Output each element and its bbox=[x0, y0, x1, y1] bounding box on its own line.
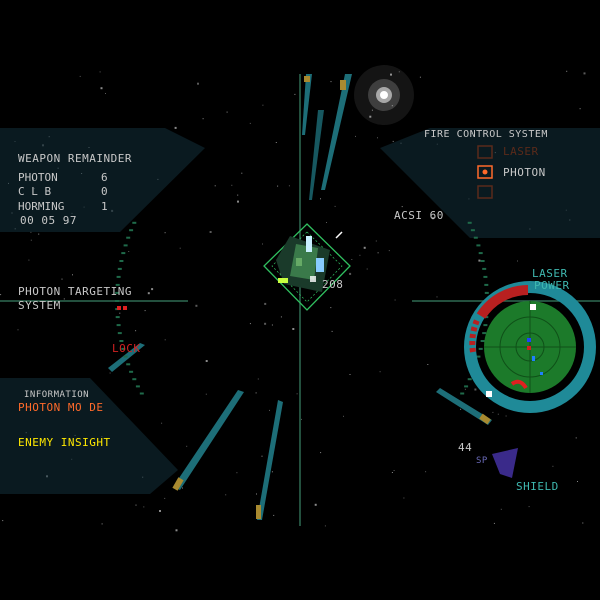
information-title: INFORMATION bbox=[24, 390, 90, 400]
distant-sun-icon bbox=[354, 65, 414, 125]
radar-marker-bottom bbox=[486, 391, 492, 397]
information-mode: PHOTON MO DE bbox=[18, 401, 104, 414]
mission-timer: 00 05 97 bbox=[20, 214, 77, 227]
weapon-count: 1 bbox=[101, 200, 108, 213]
shield-indicator-icon bbox=[492, 448, 518, 478]
right-upper-panel bbox=[380, 128, 600, 238]
targeting-system-label-2: SYSTEM bbox=[18, 299, 61, 312]
radar-marker-top bbox=[530, 304, 536, 310]
targeting-system-label: PHOTON TARGETING bbox=[18, 285, 132, 298]
weapon-name: C L B bbox=[18, 185, 52, 198]
targeting-arcs bbox=[115, 221, 489, 395]
fire-option-box-photon[interactable] bbox=[477, 165, 493, 179]
lock-indicator-icon bbox=[117, 306, 121, 310]
radar-display bbox=[464, 281, 596, 413]
lock-label: LOCK bbox=[112, 342, 141, 355]
target-pointer bbox=[335, 231, 343, 239]
weapon-count: 0 bbox=[101, 185, 108, 198]
laser-power-label-2: POWER bbox=[534, 279, 570, 292]
fire-option-box-3[interactable] bbox=[477, 185, 493, 199]
weapon-name: HORMING bbox=[18, 200, 65, 213]
fire-control-title: FIRE CONTROL SYSTEM bbox=[424, 129, 548, 140]
target-distance: 208 bbox=[322, 278, 344, 291]
acsi-readout: ACSI 60 bbox=[394, 209, 444, 222]
shield-sp-label: SP bbox=[476, 456, 488, 466]
laser-power-gauge bbox=[476, 285, 529, 319]
weapon-count: 6 bbox=[101, 171, 108, 184]
fire-option-box-laser[interactable] bbox=[477, 145, 493, 159]
lock-indicator-icon bbox=[123, 306, 127, 310]
left-lower-panel bbox=[0, 378, 178, 494]
fire-option-laser[interactable]: LASER bbox=[503, 145, 539, 158]
information-status: ENEMY INSIGHT bbox=[18, 436, 111, 449]
shield-label: SHIELD bbox=[516, 480, 559, 493]
shield-value: 44 bbox=[458, 441, 473, 454]
fire-option-photon[interactable]: PHOTON bbox=[503, 166, 546, 179]
selected-marker-icon bbox=[482, 169, 488, 175]
weapon-name: PHOTON bbox=[18, 171, 58, 184]
enemy-ship-icon bbox=[276, 236, 330, 292]
weapon-remainder-title: WEAPON REMAINDER bbox=[18, 152, 132, 165]
laser-power-label: LASER bbox=[532, 267, 568, 280]
left-upper-panel bbox=[0, 128, 205, 232]
